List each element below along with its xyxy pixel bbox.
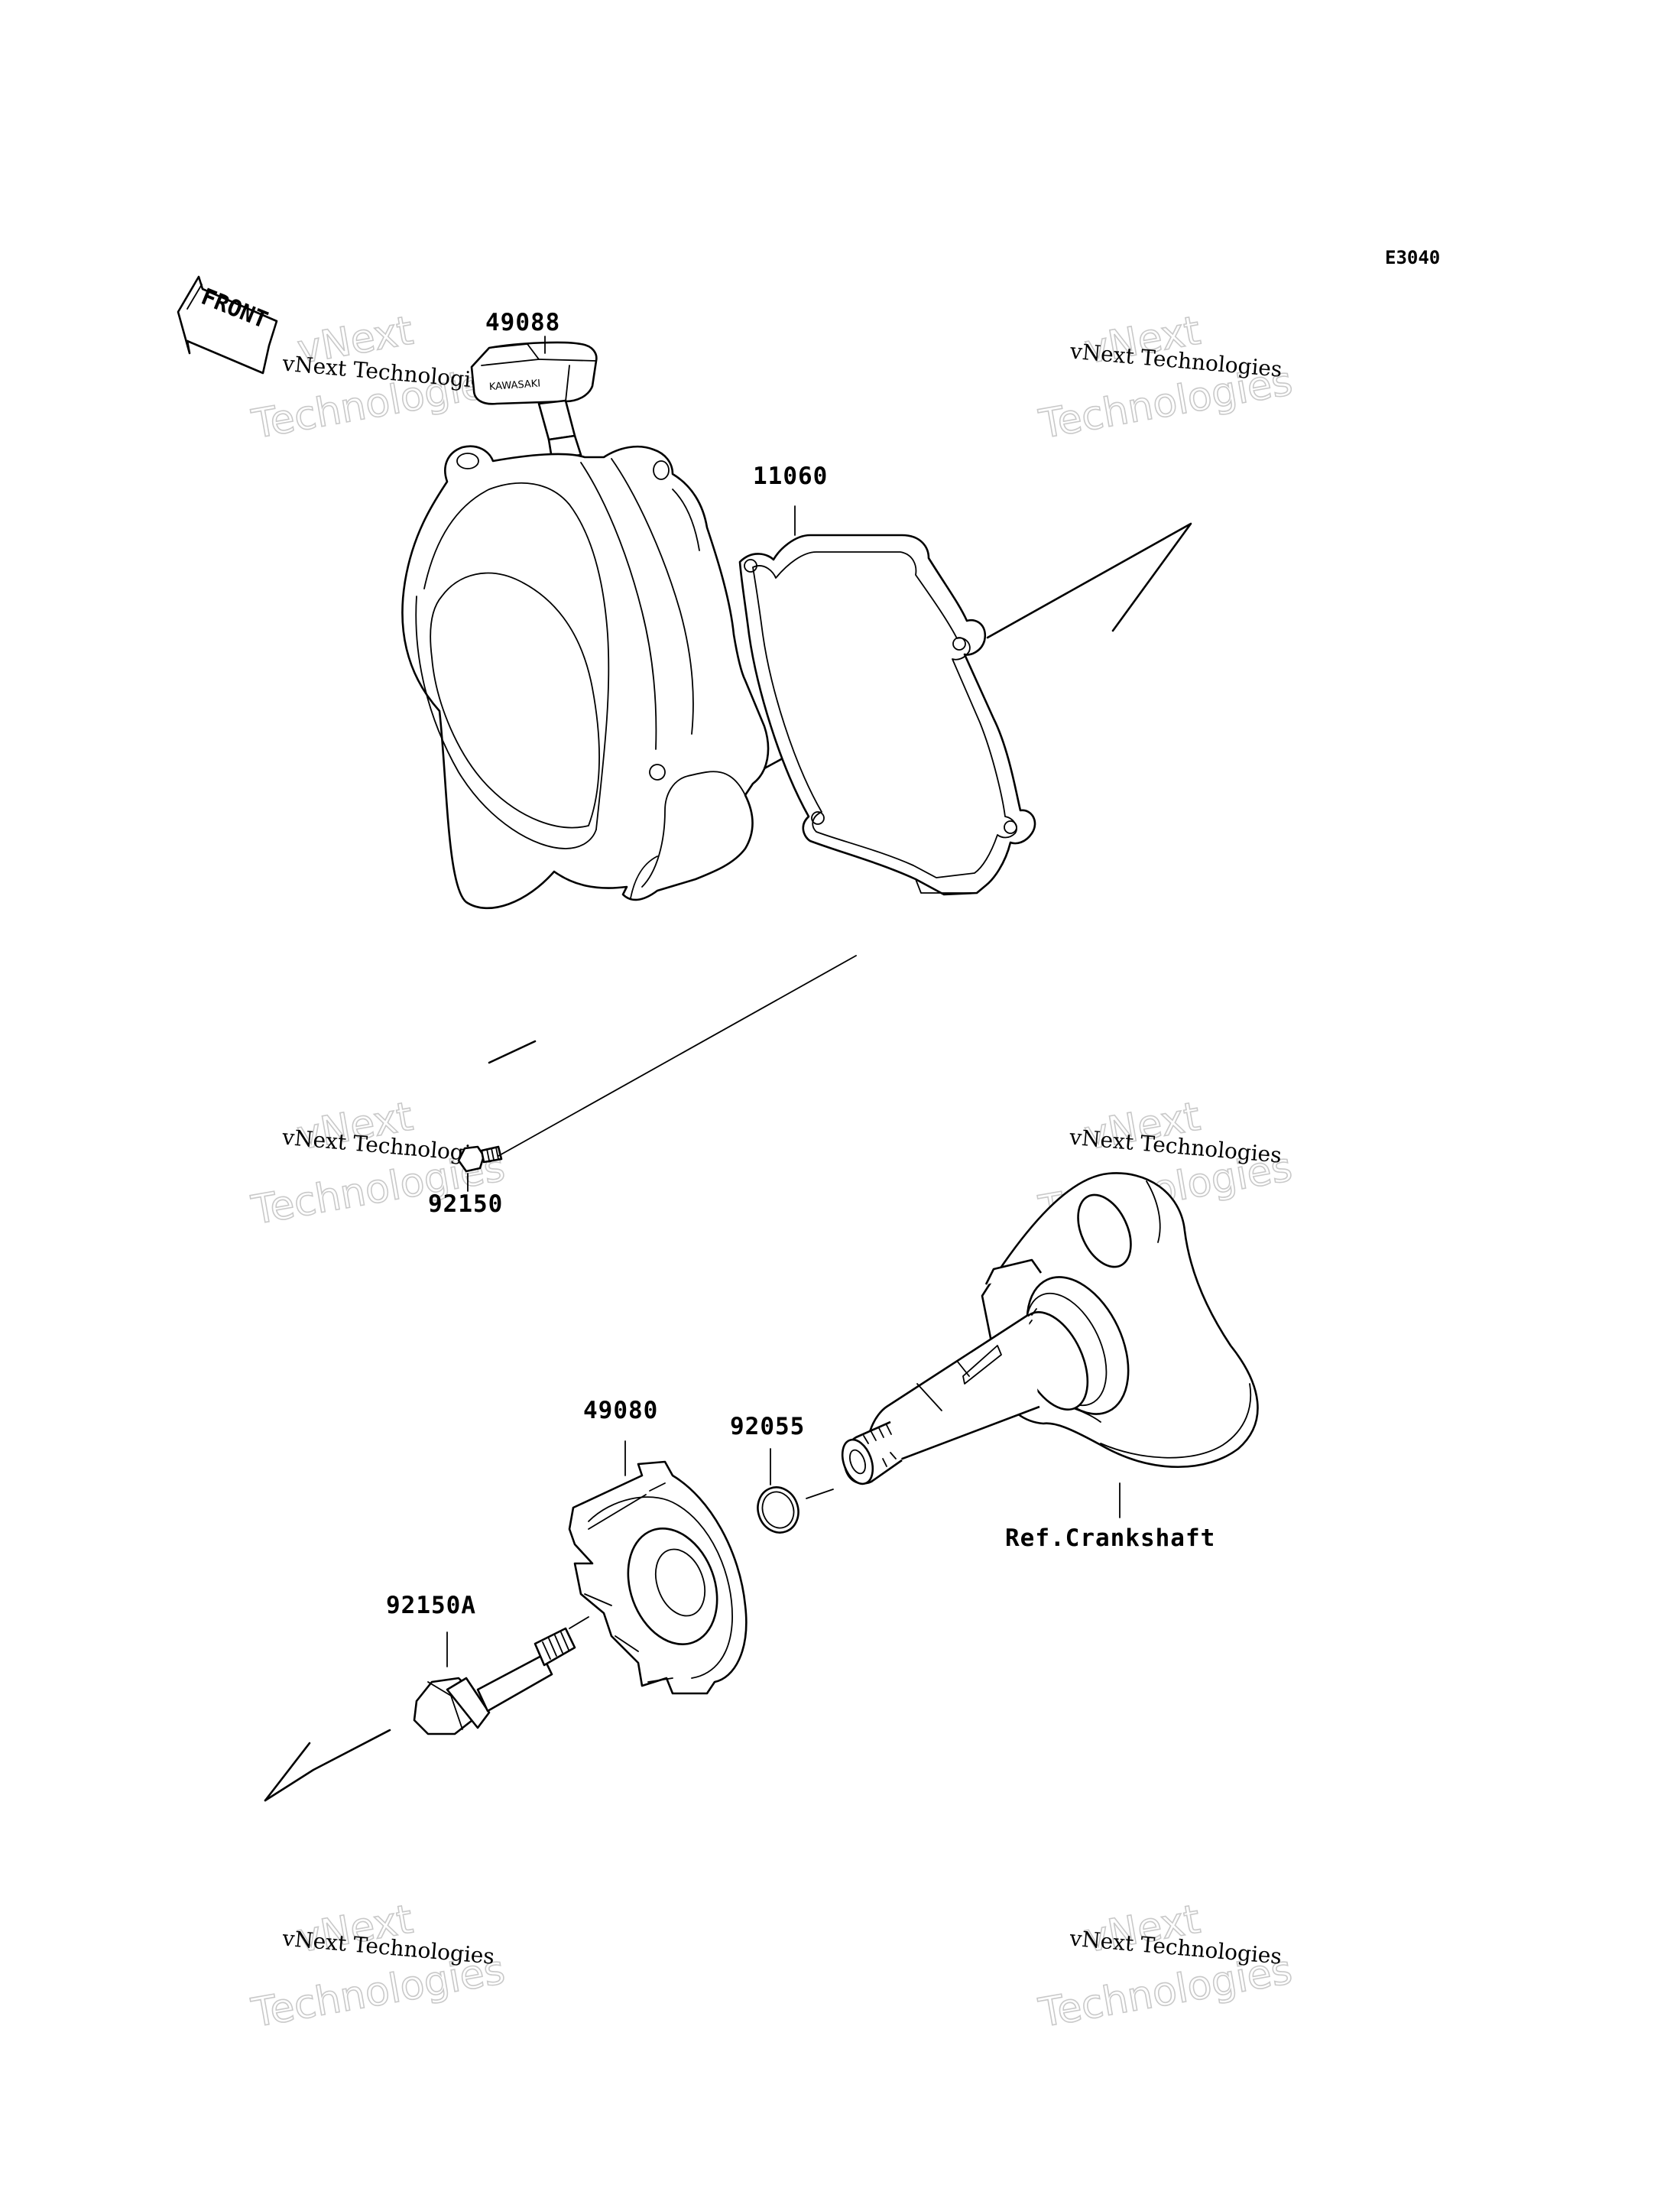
starter-pulley-49080: [568, 1460, 748, 1695]
diagram-code: E3040: [1385, 247, 1440, 268]
callout-11060: 11060: [753, 463, 828, 490]
callout-49088: 49088: [485, 309, 560, 336]
crankshaft-ref: [841, 1172, 1259, 1485]
callout-92150A: 92150A: [386, 1592, 476, 1619]
axis-oring: [806, 1489, 834, 1499]
o-ring-92055: [757, 1486, 799, 1534]
recoil-starter-49088: KAWASAKI: [401, 341, 770, 910]
handle-brand-text: KAWASAKI: [489, 378, 541, 393]
bolt-92150: [457, 1145, 503, 1173]
gasket-11060: [738, 534, 1036, 896]
axis-bolt-92150: [498, 955, 857, 1157]
front-arrow-icon: FRONT: [177, 275, 278, 375]
flange-bolt-92150A: [413, 1627, 576, 1735]
callout-92150: 92150: [428, 1190, 503, 1218]
assembly-axis-bottom: [264, 1616, 589, 1802]
callout-92055: 92055: [730, 1413, 805, 1440]
callout-ref-crankshaft: Ref.Crankshaft: [1005, 1524, 1215, 1552]
callout-49080: 49080: [583, 1397, 658, 1424]
